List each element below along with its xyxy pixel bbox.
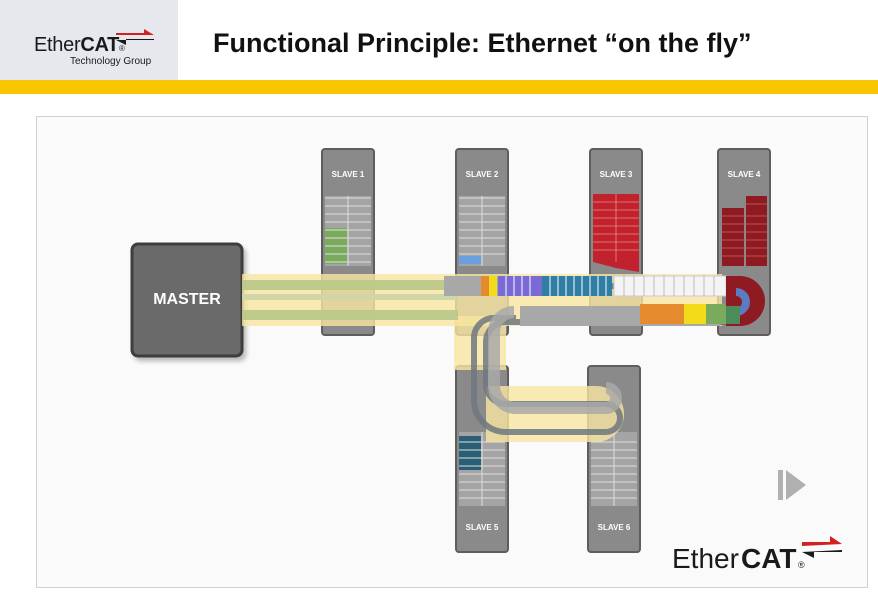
bottom-logo-arrow-left-icon xyxy=(802,550,842,558)
bottom-logo-registered: ® xyxy=(798,560,805,570)
header-accent-bar xyxy=(0,80,878,94)
bottom-logo: Ether CAT ® xyxy=(672,536,842,574)
logo-arrows-icon xyxy=(116,29,154,45)
slave-1-label: SLAVE 1 xyxy=(332,170,365,179)
slave-2-label: SLAVE 2 xyxy=(466,170,499,179)
slave-4-label: SLAVE 4 xyxy=(728,170,761,179)
logo-wordmark: EtherCAT® xyxy=(34,34,125,56)
ethercat-diagram: MASTER SLAVE 1 SLAVE 2 SLAVE 3 xyxy=(130,148,842,574)
master-node: MASTER xyxy=(130,242,244,358)
page-title: Functional Principle: Ethernet “on the f… xyxy=(213,28,752,58)
logo-ether-text: Ether xyxy=(34,34,81,56)
bottom-logo-ether: Ether xyxy=(672,543,739,574)
ethernet-cable xyxy=(242,274,757,442)
ethernet-frame xyxy=(481,275,765,326)
slave-6-label: SLAVE 6 xyxy=(598,523,631,532)
slave-6: SLAVE 6 xyxy=(587,365,641,553)
logo-cat-text: CAT xyxy=(80,34,120,56)
bottom-logo-arrow-right-icon xyxy=(802,536,842,546)
play-next-icon[interactable] xyxy=(778,470,806,500)
slave-5-label: SLAVE 5 xyxy=(466,523,499,532)
logo-subtitle: Technology Group xyxy=(70,56,152,67)
header-logo: EtherCAT® Technology Group xyxy=(0,0,178,80)
master-label: MASTER xyxy=(153,291,221,308)
bottom-logo-cat: CAT xyxy=(741,543,796,574)
slave-3-label: SLAVE 3 xyxy=(600,170,633,179)
